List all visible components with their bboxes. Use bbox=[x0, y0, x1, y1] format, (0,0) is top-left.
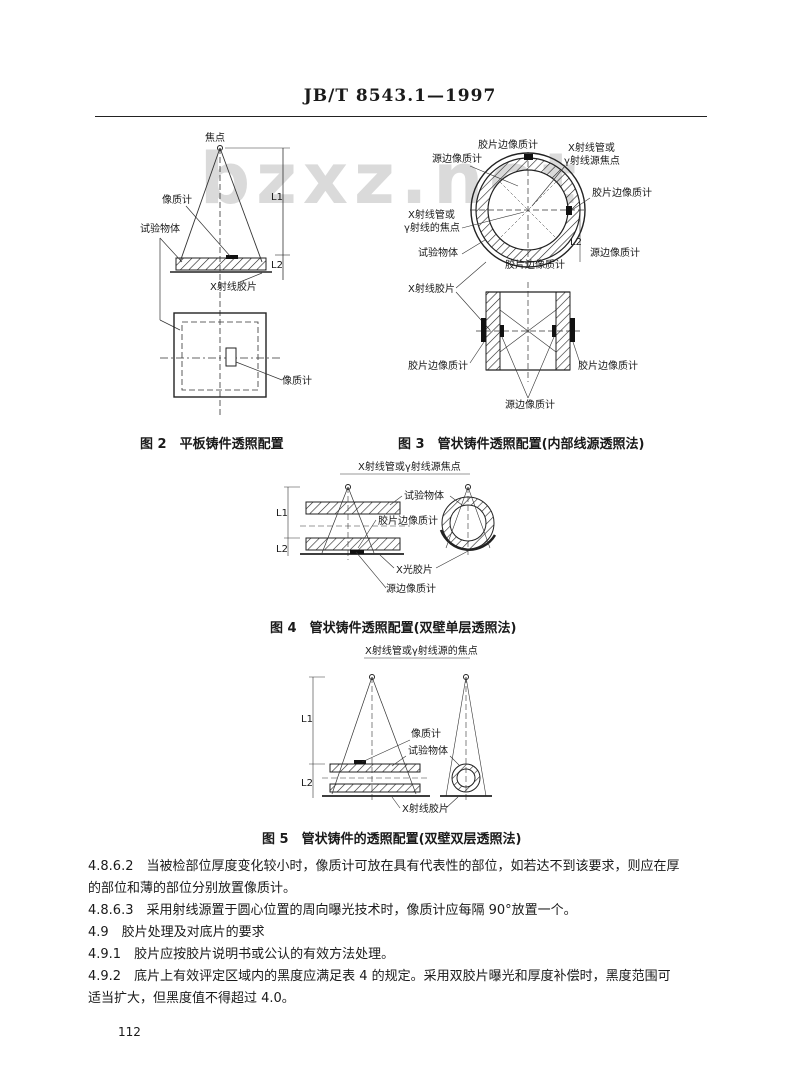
para-4-8-6-3: 4.8.6.3 采用射线源置于圆心位置的周向曝光技术时，像质计应每隔 90°放置… bbox=[88, 903, 577, 918]
fig3-xray-tube: X射线管或 bbox=[568, 141, 615, 154]
fig3-film-iqi-mid: 胶片边像质计 bbox=[505, 258, 565, 271]
section-4-9: 4.9 胶片处理及对底片的要求 bbox=[88, 925, 265, 940]
fig3-film-iqi-top: 胶片边像质计 bbox=[478, 138, 538, 151]
fig3-source-iqi-bottom: 源边像质计 bbox=[505, 398, 555, 411]
fig3-source-iqi-right: 源边像质计 bbox=[590, 246, 640, 259]
fig3-film: X射线胶片 bbox=[408, 282, 455, 295]
fig4-film: X光胶片 bbox=[396, 563, 433, 576]
header-rule bbox=[95, 116, 707, 117]
fig5-film: X射线胶片 bbox=[402, 802, 449, 815]
figures-canvas: 焦点 L1 L2 像质计 试验物体 X射线胶片 像质计 图 2 平板铸件透照配置 bbox=[140, 131, 652, 847]
fig3-film-iqi-bl: 胶片边像质计 bbox=[408, 359, 468, 372]
fig4-source-iqi: 源边像质计 bbox=[386, 582, 436, 595]
para-4-9-1: 4.9.1 胶片应按胶片说明书或公认的有效方法处理。 bbox=[88, 947, 395, 962]
fig2-l2-label: L2 bbox=[271, 260, 283, 271]
fig2-iqi-label: 像质计 bbox=[162, 193, 192, 206]
fig2-l1-label: L1 bbox=[271, 192, 283, 203]
fig2-iqi2-label: 像质计 bbox=[282, 374, 312, 387]
fig3-gamma-focus2: γ射线的焦点 bbox=[404, 221, 460, 234]
fig3-gamma-focus: γ射线源焦点 bbox=[564, 154, 620, 167]
fig5-iqi: 像质计 bbox=[411, 727, 441, 740]
fig3-film-iqi-right: 胶片边像质计 bbox=[592, 186, 652, 199]
para-4-9-2-cont: 适当扩大，但黑度值不得超过 4.0。 bbox=[88, 991, 295, 1006]
fig3-film-iqi-br: 胶片边像质计 bbox=[578, 359, 638, 372]
fig4-caption: 图 4 管状铸件透照配置(双壁单层透照法) bbox=[270, 620, 516, 636]
fig3-l2: L2 bbox=[570, 237, 582, 248]
fig4-source: X射线管或γ射线源焦点 bbox=[358, 460, 461, 473]
fig3-source-iqi-left: 源边像质计 bbox=[432, 152, 482, 165]
fig3-caption: 图 3 管状铸件透照配置(内部线源透照法) bbox=[398, 436, 644, 452]
fig2-focus-label: 焦点 bbox=[205, 131, 225, 144]
fig5-specimen: 试验物体 bbox=[408, 744, 448, 757]
fig4-film-iqi: 胶片边像质计 bbox=[378, 514, 438, 527]
fig2-caption: 图 2 平板铸件透照配置 bbox=[140, 436, 284, 452]
para-4-8-6-2: 4.8.6.2 当被检部位厚度变化较小时，像质计可放在具有代表性的部位，如若达不… bbox=[88, 859, 680, 874]
fig3-specimen: 试验物体 bbox=[418, 246, 458, 259]
page-header: JB/T 8543.1—1997 bbox=[303, 86, 497, 106]
fig5-l2: L2 bbox=[301, 778, 313, 789]
para-4-9-2: 4.9.2 底片上有效评定区域内的黑度应满足表 4 的规定。采用双胶片曝光和厚度… bbox=[88, 969, 671, 984]
fig5-source: X射线管或γ射线源的焦点 bbox=[365, 644, 478, 657]
body-text: 4.8.6.2 当被检部位厚度变化较小时，像质计可放在具有代表性的部位，如若达不… bbox=[88, 856, 718, 1010]
fig2-film-label: X射线胶片 bbox=[210, 280, 257, 293]
fig5-l1: L1 bbox=[301, 714, 313, 725]
fig4-l1: L1 bbox=[276, 508, 288, 519]
fig2-specimen-label: 试验物体 bbox=[140, 222, 180, 235]
figure-5: X射线管或γ射线源的焦点 L1 L2 像质计 试验物体 X射线胶片 bbox=[301, 644, 492, 815]
figure-2: 焦点 L1 L2 像质计 试验物体 X射线胶片 像质计 bbox=[140, 131, 312, 418]
page-number: 112 bbox=[118, 1025, 141, 1039]
figure-3: 胶片边像质计 源边像质计 X射线管或 γ射线源焦点 胶片边像质计 X射线管或 γ… bbox=[404, 138, 652, 411]
fig5-caption: 图 5 管状铸件的透照配置(双壁双层透照法) bbox=[262, 831, 521, 847]
fig4-l2: L2 bbox=[276, 544, 288, 555]
para-4-8-6-2-cont: 的部位和薄的部位分别放置像质计。 bbox=[88, 881, 297, 896]
fig4-specimen: 试验物体 bbox=[404, 489, 444, 502]
figure-4: X射线管或γ射线源焦点 L1 L2 试验物体 胶片边像质计 X光胶片 bbox=[276, 460, 497, 595]
fig3-xray-tube2: X射线管或 bbox=[408, 208, 455, 221]
